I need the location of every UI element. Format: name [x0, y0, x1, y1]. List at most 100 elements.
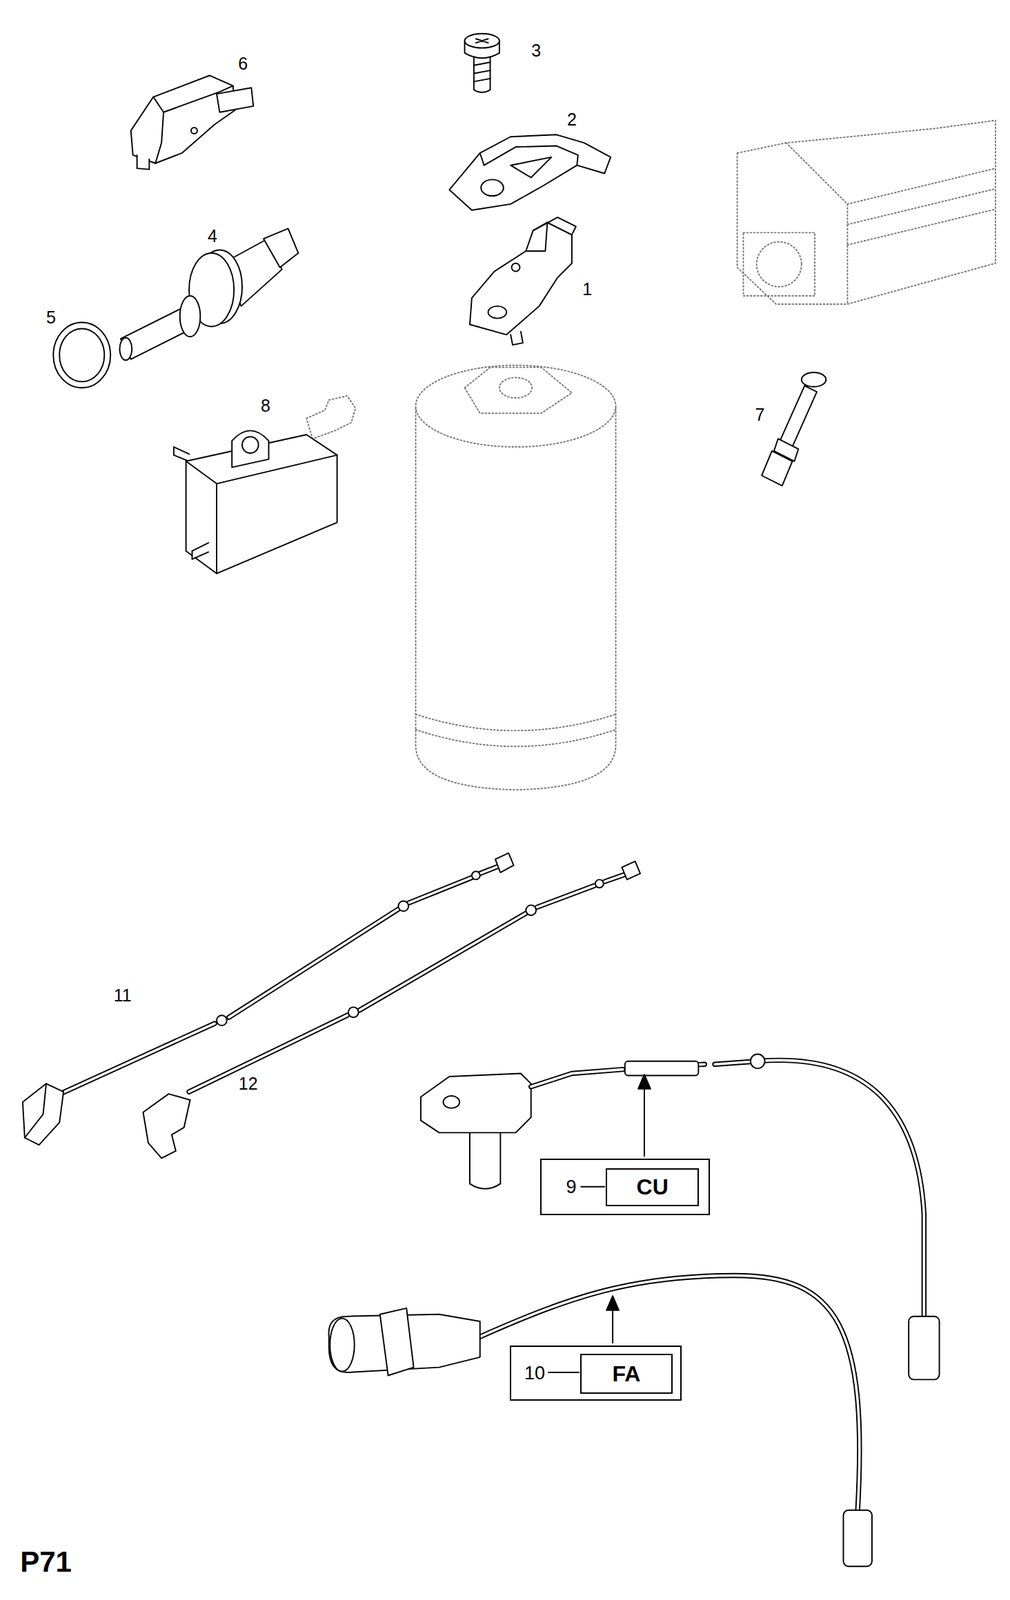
- code-box: FA: [580, 1354, 672, 1395]
- leader-arrow: [638, 1074, 651, 1090]
- bolt-part: [464, 33, 500, 93]
- leader-arrow: [643, 1085, 646, 1157]
- sensor-part: [131, 75, 236, 163]
- switch-part: [263, 228, 299, 267]
- camshaft-sensor-part: [750, 1054, 766, 1069]
- o-ring-part: [53, 322, 111, 389]
- crankshaft-sensor-part: [843, 1510, 872, 1567]
- bracket-part: [510, 157, 552, 178]
- filter-outline: [416, 714, 617, 748]
- leader-arrow: [611, 1308, 614, 1344]
- camshaft-sensor-part: [908, 1317, 939, 1381]
- callout-number: 12: [237, 1074, 260, 1093]
- temperature-sensor-part: [761, 451, 792, 486]
- filter-outline: [464, 367, 572, 414]
- callout-number: 6: [236, 54, 250, 72]
- callout-number: 2: [565, 111, 579, 129]
- sensor-cable: [621, 861, 641, 881]
- sensor-cable: [24, 1083, 47, 1138]
- filter-outline: [416, 365, 617, 791]
- switch-part: [119, 228, 299, 361]
- sensor-part: [469, 222, 572, 336]
- camshaft-sensor-part: [442, 1096, 460, 1109]
- sensor-cable: [189, 874, 626, 1093]
- sensor-cable: [471, 872, 481, 881]
- temperature-sensor-part: [801, 372, 827, 388]
- sensor-cable: [348, 1007, 359, 1018]
- sensor-part: [469, 217, 577, 345]
- crankshaft-sensor-part: [329, 1319, 355, 1373]
- sensor-part: [131, 75, 254, 170]
- sensor-cable: [142, 1094, 190, 1159]
- callout-number: 3: [529, 41, 543, 59]
- sensor-cable: [398, 900, 409, 912]
- leader-arrow: [548, 1074, 651, 1373]
- bracket-part: [449, 134, 611, 210]
- callout-number: 7: [753, 405, 766, 423]
- crankshaft-sensor-part: [480, 1275, 860, 1511]
- sensor-cable: [595, 879, 604, 888]
- callout-number: 4: [206, 226, 219, 245]
- filter-outline: [416, 408, 617, 790]
- callout-number: 5: [44, 309, 58, 327]
- variant-code: FA: [611, 1363, 641, 1386]
- sensor-cable: [495, 853, 514, 873]
- bracket-part: [480, 179, 504, 196]
- o-ring-part: [59, 328, 105, 382]
- bolt-part: [473, 55, 491, 93]
- manifold-outline: [756, 242, 802, 287]
- sensor-part: [510, 331, 523, 345]
- callout-number: 10: [524, 1364, 546, 1384]
- switch-part: [180, 295, 201, 337]
- crankshaft-sensor-part: [380, 1308, 414, 1377]
- manifold-outline: [737, 120, 996, 305]
- sensor-cable: [525, 905, 537, 916]
- valve-part: [242, 436, 259, 454]
- o-ring-part: [53, 322, 111, 389]
- callout-box: 9 CU: [540, 1159, 710, 1216]
- manifold-outline: [737, 120, 996, 305]
- sensor-cable: [142, 861, 641, 1160]
- valve-part: [306, 395, 356, 439]
- temperature-sensor-part: [778, 385, 817, 450]
- sensor-cable: [189, 874, 626, 1093]
- bolt-part: [473, 62, 491, 82]
- crankshaft-sensor-part: [329, 1275, 873, 1567]
- sensor-part: [533, 217, 577, 235]
- crankshaft-sensor-part: [480, 1275, 860, 1511]
- valve-part: [173, 447, 190, 462]
- page-code: P71: [18, 1548, 74, 1578]
- temperature-sensor-part: [761, 372, 826, 486]
- bracket-part: [449, 134, 611, 210]
- sensor-part: [511, 263, 521, 272]
- leader-arrow: [548, 1372, 579, 1374]
- valve-part: [173, 395, 356, 574]
- callout-number: 8: [259, 396, 272, 414]
- leader-arrow: [580, 1186, 605, 1188]
- valve-part: [186, 455, 338, 574]
- callout-number: 11: [112, 987, 134, 1005]
- callout-number: 9: [566, 1178, 577, 1197]
- callout-box: 10 FA: [509, 1345, 682, 1402]
- camshaft-sensor-part: [625, 1061, 699, 1077]
- sensor-part: [137, 155, 150, 170]
- callout-number: 1: [580, 280, 594, 298]
- bolt-part: [476, 38, 489, 43]
- camshaft-sensor-part: [469, 1132, 501, 1189]
- valve-part: [192, 542, 210, 560]
- bolt-part: [464, 33, 500, 49]
- variant-code: CU: [636, 1176, 669, 1199]
- sensor-part: [525, 222, 548, 252]
- sensor-cable: [22, 1083, 64, 1146]
- camshaft-sensor-part: [420, 1074, 532, 1134]
- sensor-part: [191, 127, 198, 134]
- manifold-outline: [743, 232, 815, 296]
- leader-arrow: [606, 1296, 619, 1311]
- sensor-part: [488, 306, 508, 319]
- sensor-cable: [53, 866, 499, 1097]
- switch-part: [119, 338, 132, 361]
- sensor-cable: [216, 1015, 227, 1026]
